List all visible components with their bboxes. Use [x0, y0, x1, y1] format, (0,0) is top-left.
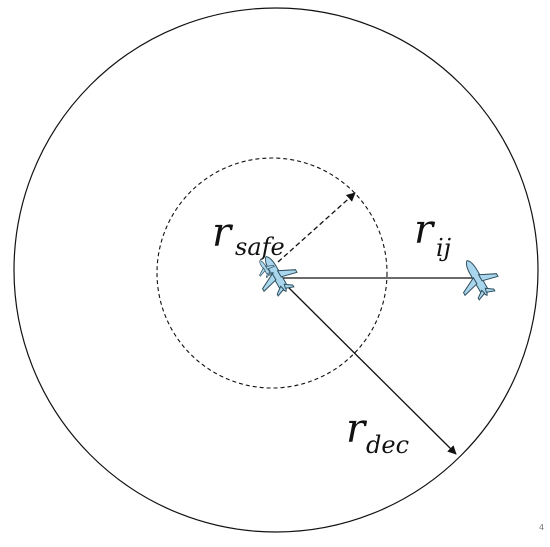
label-r-ij: r	[414, 207, 436, 253]
label-r-dec: r	[346, 406, 368, 452]
corner-mark: 4	[539, 523, 544, 532]
r-safe-arrow	[277, 192, 356, 263]
decision-circle	[13, 7, 539, 533]
r-dec-arrow	[282, 281, 457, 455]
label-r-safe-subscript: safe	[235, 233, 285, 261]
label-r-dec-subscript: dec	[366, 431, 409, 459]
label-r-ij-subscript: ij	[436, 234, 452, 262]
label-r-safe: r	[212, 210, 234, 256]
safety-circle	[156, 157, 388, 389]
